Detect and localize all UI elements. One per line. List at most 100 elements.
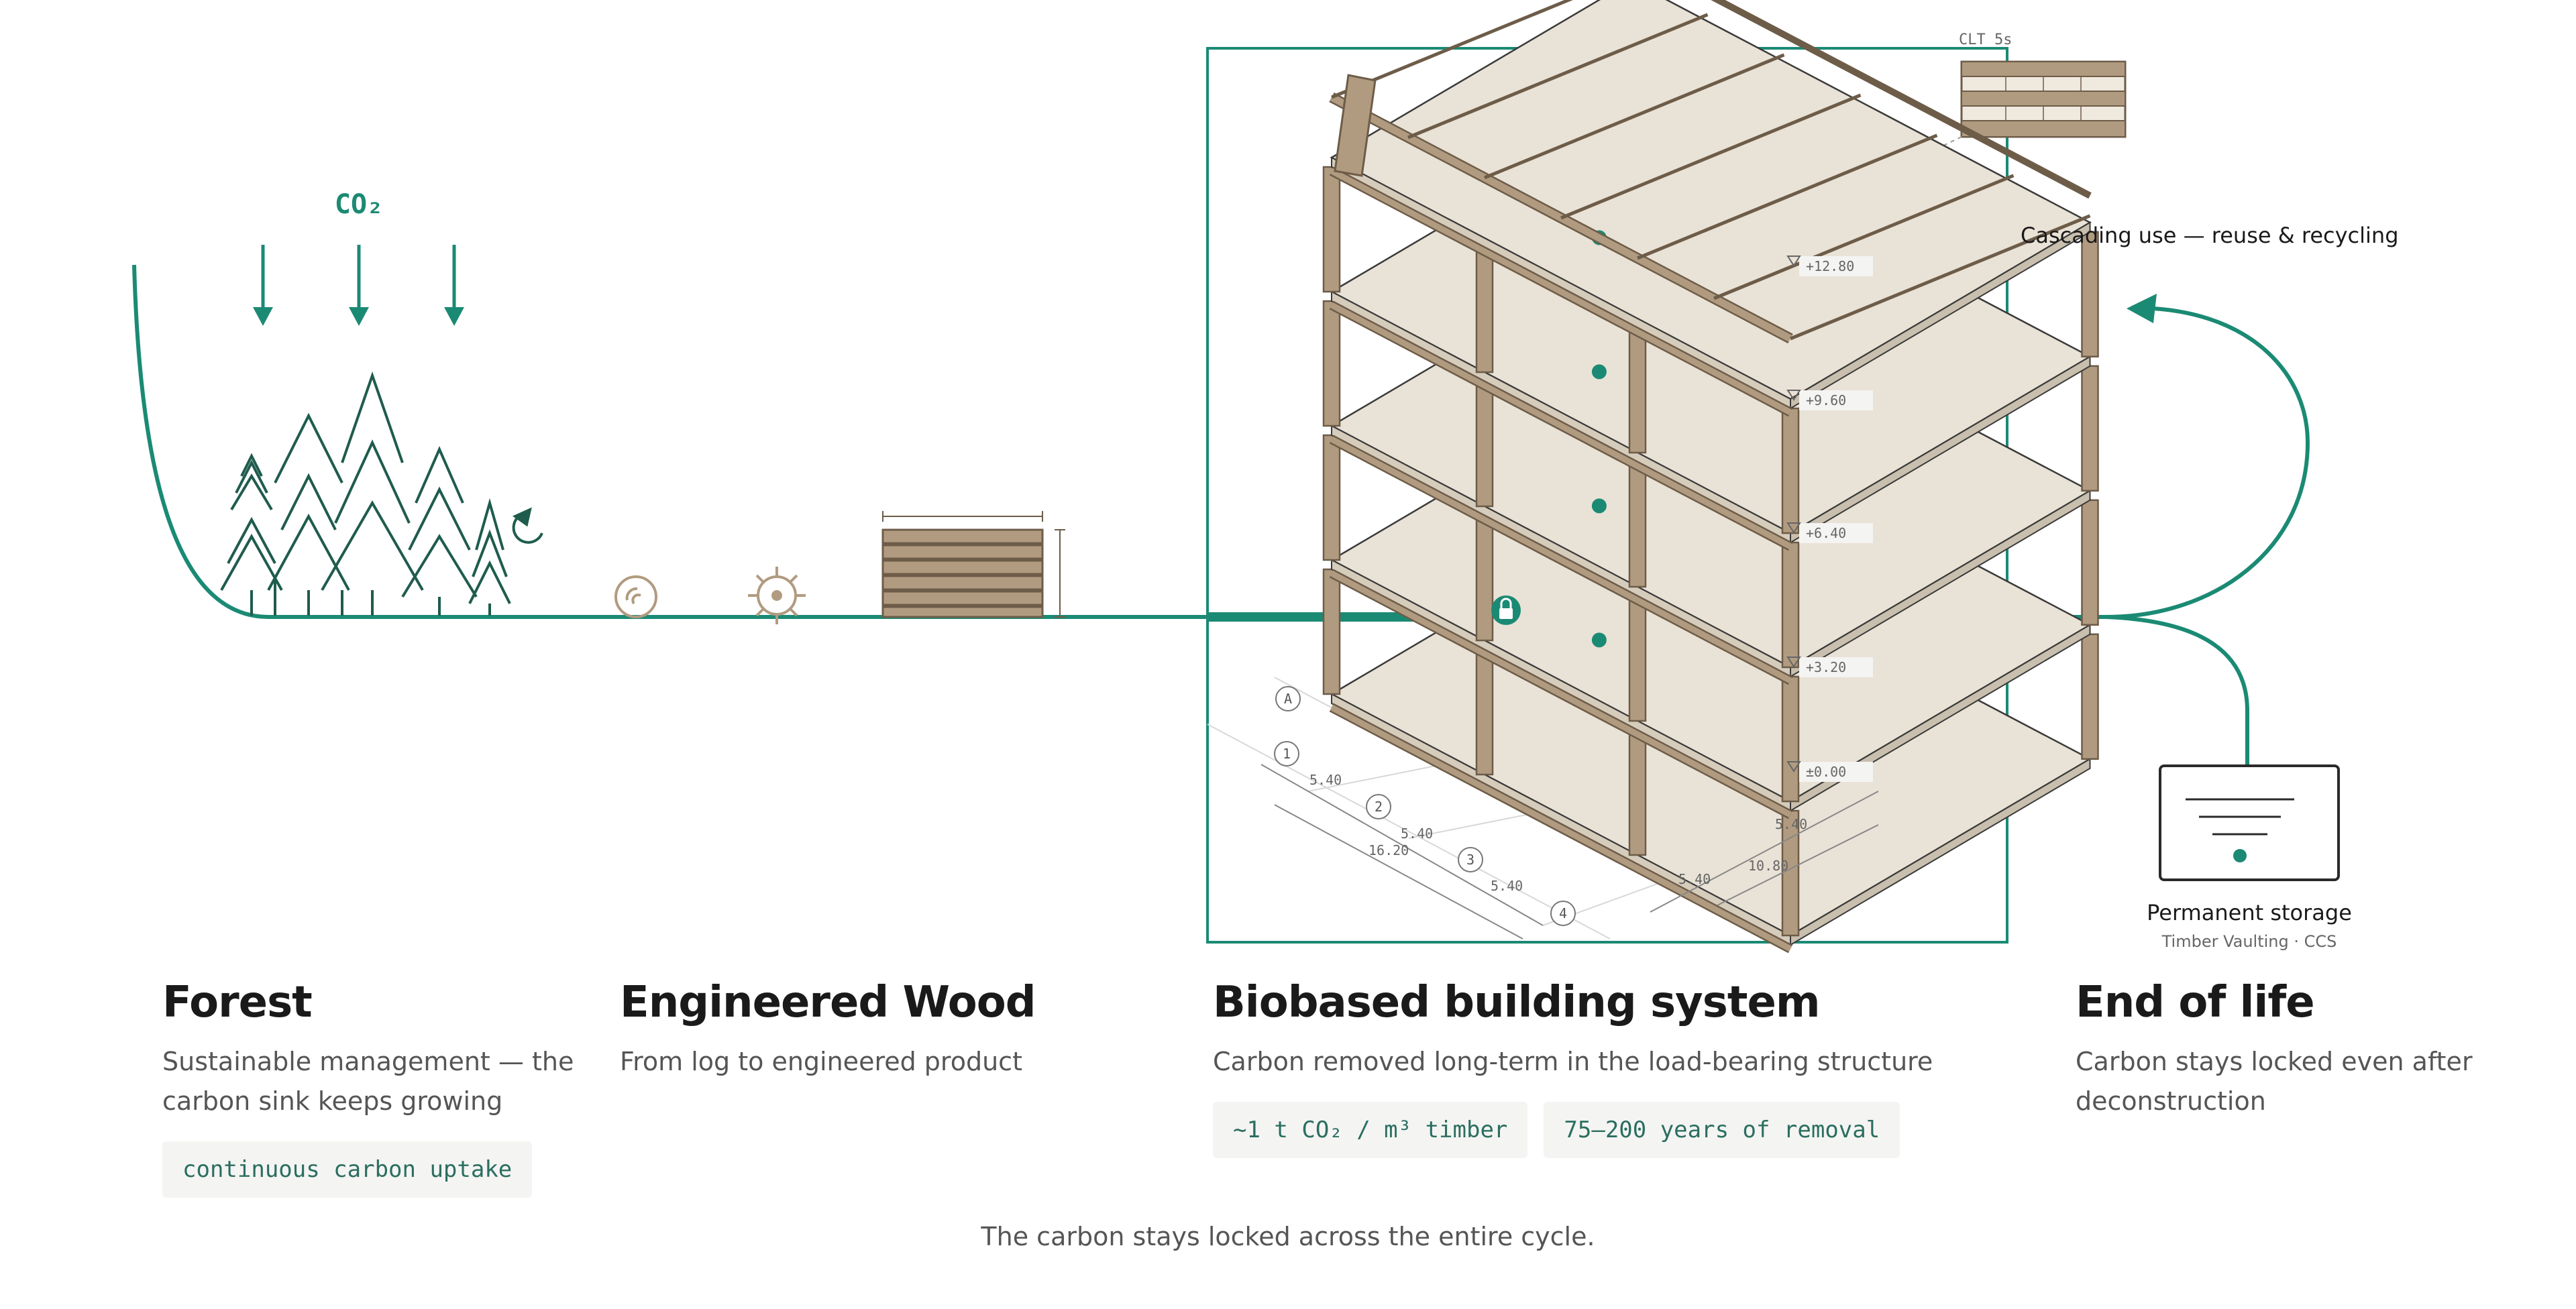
- roof-rafter: [1407, 13, 1709, 139]
- svg-text:1: 1: [1283, 746, 1291, 762]
- glulam-beam-face: [1330, 571, 1792, 817]
- timber-column: [1322, 300, 1341, 427]
- forest-trees-icon: [220, 371, 511, 616]
- timber-column: [1781, 675, 1800, 803]
- dimension-labels: 5.40 5.40 16.20 5.40 5.40 10.80 5.40: [1309, 772, 1807, 894]
- clt-section-icon: [1960, 60, 2127, 138]
- slab-edge: [1790, 758, 2091, 946]
- svg-text:10.80: 10.80: [1748, 858, 1788, 874]
- lock-icon: [1491, 595, 1521, 625]
- timber-column: [1781, 541, 1800, 669]
- engineered-wood-stack-icon: [881, 511, 1065, 618]
- svg-text:5.40: 5.40: [1309, 772, 1342, 788]
- timber-column: [1475, 246, 1494, 374]
- roof-rafter: [1484, 53, 1785, 180]
- stage-description: Carbon removed long-term in the load-bea…: [1213, 1047, 1933, 1077]
- slab-edge: [1790, 355, 2091, 544]
- timber-column: [2081, 633, 2099, 760]
- roof-rafter: [1560, 93, 1862, 220]
- svg-text:4: 4: [1559, 905, 1567, 921]
- timber-column: [2081, 231, 2099, 358]
- stage-title: Forest: [162, 978, 313, 1027]
- stage-description: From log to engineered product: [620, 1047, 1022, 1077]
- permanent-storage-icon: [2159, 764, 2340, 881]
- grid-letter: A: [1284, 691, 1292, 707]
- cascading-arrow-head: [2127, 294, 2157, 323]
- glulam-beam-face: [1330, 705, 1792, 952]
- timber-column: [1628, 595, 1647, 722]
- cascading-loop-arrow: [2106, 306, 2310, 764]
- svg-text:+12.80: +12.80: [1806, 258, 1854, 274]
- co2-label: CO₂: [335, 189, 383, 220]
- stage-chip: 75–200 years of removal: [1544, 1102, 1900, 1159]
- stage-chip: continuous carbon uptake: [162, 1141, 533, 1198]
- glulam-beam-face: [1330, 302, 1792, 549]
- svg-text:+9.60: +9.60: [1806, 392, 1846, 408]
- stage-title: Biobased building system: [1213, 978, 1821, 1027]
- timber-column: [2081, 499, 2099, 626]
- level-marker: ±0.00: [1786, 761, 1873, 782]
- roof-rafter: [1637, 133, 1938, 260]
- timber-column: [2081, 365, 2099, 492]
- stage-engineered-wood: Engineered Wood From log to engineered p…: [620, 979, 1089, 1082]
- stage-biobased-building: Biobased building system Carbon removed …: [1213, 978, 2018, 1159]
- log-icon: [614, 575, 657, 618]
- roof-structure: [1334, 74, 1377, 177]
- timber-building-model: [1322, 0, 2099, 954]
- roof-eave-beam: [1711, 0, 2092, 199]
- footer-caption: The carbon stays locked across the entir…: [981, 1222, 1595, 1251]
- roof-rafter: [1790, 214, 2091, 341]
- stage-end-of-life: End of life Carbon stays locked even aft…: [2076, 979, 2545, 1121]
- saw-blade-icon: [748, 567, 806, 624]
- level-marker: +9.60: [1786, 390, 1873, 410]
- stage-chip: ~1 t CO₂ / m³ timber: [1213, 1102, 1528, 1159]
- stage-title: End of life: [2076, 978, 2315, 1027]
- grid-axis-markers: A 1 2 3 4: [1274, 686, 1576, 926]
- svg-text:+6.40: +6.40: [1806, 525, 1846, 541]
- clt-label: CLT 5s: [1959, 32, 2012, 48]
- roof-rafter: [1713, 174, 2015, 300]
- slab-edge: [1790, 221, 2091, 410]
- timber-column: [1322, 166, 1341, 293]
- level-markers: +12.80 +9.60 +6.40 +3.20 ±0.00: [1786, 255, 1873, 782]
- level-marker: +3.20: [1786, 657, 1873, 677]
- timber-column: [1322, 568, 1341, 695]
- timber-column: [1628, 461, 1647, 588]
- level-marker: +6.40: [1786, 522, 1873, 543]
- connection-node: [1591, 364, 1607, 380]
- svg-text:5.40: 5.40: [1678, 871, 1711, 887]
- connection-node: [1591, 632, 1607, 648]
- storage-title: Permanent storage: [2147, 900, 2352, 925]
- dimension-lines: [1260, 764, 1879, 940]
- svg-text:3: 3: [1466, 852, 1474, 868]
- svg-text:5.40: 5.40: [1775, 816, 1807, 832]
- timber-column: [1628, 327, 1647, 454]
- timber-column: [1475, 514, 1494, 642]
- roof-rafter: [1331, 0, 1573, 99]
- timber-column: [1781, 407, 1800, 534]
- stage-title: Engineered Wood: [620, 978, 1036, 1027]
- svg-text:2: 2: [1375, 799, 1383, 815]
- glulam-beam-face: [1330, 168, 1792, 415]
- slab-edge: [1790, 490, 2091, 678]
- svg-text:±0.00: ±0.00: [1806, 764, 1846, 780]
- timber-column: [1628, 729, 1647, 856]
- timber-column: [1322, 434, 1341, 561]
- level-marker: +12.80: [1786, 255, 1873, 276]
- co2-arrows: [253, 245, 464, 326]
- timber-column: [1475, 380, 1494, 508]
- svg-text:5.40: 5.40: [1401, 826, 1433, 842]
- timber-column: [1475, 648, 1494, 776]
- svg-text:16.20: 16.20: [1368, 842, 1409, 858]
- glulam-beam-face: [1330, 437, 1792, 683]
- svg-text:5.40: 5.40: [1491, 878, 1523, 894]
- connection-node: [1591, 498, 1607, 514]
- storage-subtitle: Timber Vaulting · CCS: [2161, 932, 2337, 951]
- svg-text:+3.20: +3.20: [1806, 659, 1846, 675]
- regrowth-cycle-icon: [512, 507, 543, 544]
- cascading-label: Cascading use — reuse & recycling: [2021, 223, 2399, 248]
